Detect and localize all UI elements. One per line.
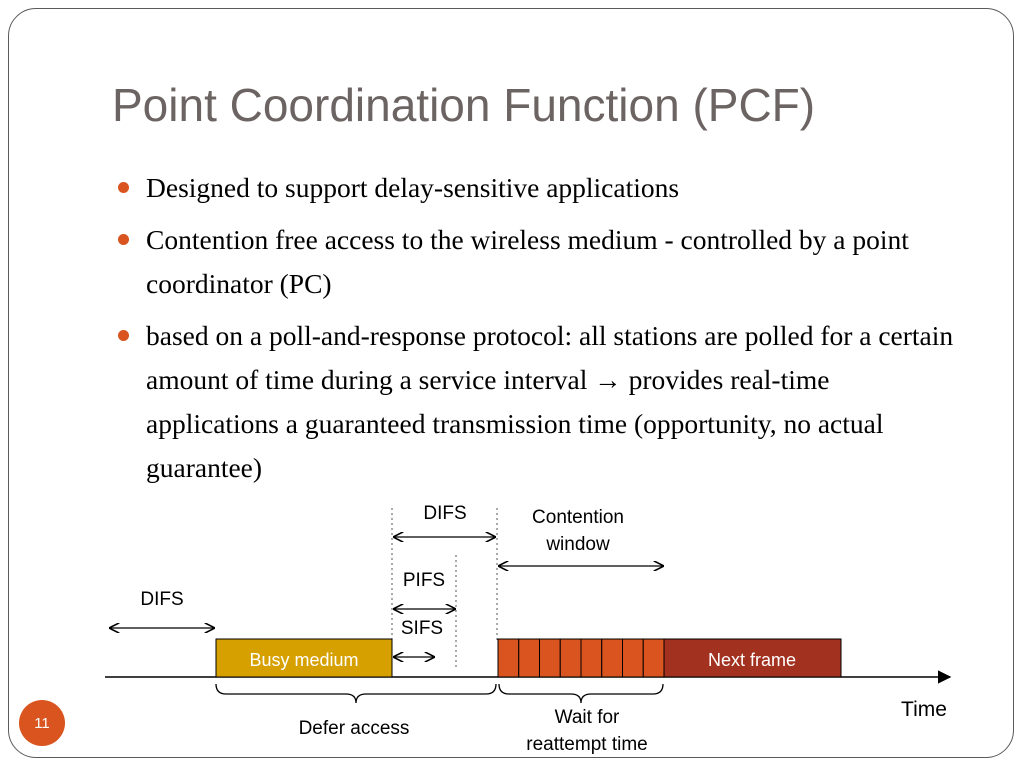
bullet-text: Designed to support delay-sensitive appl… (146, 172, 680, 203)
contention-slot (601, 638, 623, 678)
difs-left-label: DIFS (140, 589, 183, 610)
busy-medium-label: Busy medium (249, 650, 358, 670)
wait-reattempt-brace (498, 683, 664, 704)
bullet-list: Designed to support delay-sensitive appl… (118, 166, 968, 498)
bullet-item: Contention free access to the wireless m… (118, 218, 968, 306)
contention-slot (497, 638, 520, 678)
slide-frame (8, 8, 1014, 758)
difs-top-label: DIFS (423, 503, 466, 524)
contention-label-line1: Contention (532, 507, 624, 528)
bullet-item: based on a poll-and-response protocol: a… (118, 314, 968, 490)
time-label: Time (901, 698, 947, 721)
contention-slot (622, 638, 644, 678)
bullet-dot-icon (118, 182, 129, 193)
bullet-dot-icon (118, 330, 129, 341)
page-number-badge: 11 (19, 700, 65, 746)
defer-access-label: Defer access (299, 718, 410, 739)
contention-slot (539, 638, 561, 678)
contention-slot (642, 638, 665, 678)
bullet-text: based on a poll-and-response protocol: a… (146, 320, 954, 483)
contention-label-line2: window (545, 534, 610, 555)
contention-slot (559, 638, 582, 678)
bullet-item: Designed to support delay-sensitive appl… (118, 166, 968, 210)
bullet-text: Contention free access to the wireless m… (146, 224, 909, 299)
wait-label-line1: Wait for (555, 707, 620, 728)
bullet-dot-icon (118, 234, 129, 245)
slide-title: Point Coordination Function (PCF) (112, 79, 816, 131)
contention-slots (497, 638, 665, 678)
defer-access-brace (215, 683, 497, 704)
wait-label-line2: reattempt time (526, 734, 647, 755)
busy-medium-block (215, 638, 393, 678)
next-frame-block (663, 638, 842, 678)
pifs-label: PIFS (403, 570, 445, 591)
contention-slot (580, 638, 603, 678)
next-frame-label: Next frame (708, 650, 796, 670)
contention-slot (518, 638, 540, 678)
sifs-label: SIFS (401, 618, 443, 639)
